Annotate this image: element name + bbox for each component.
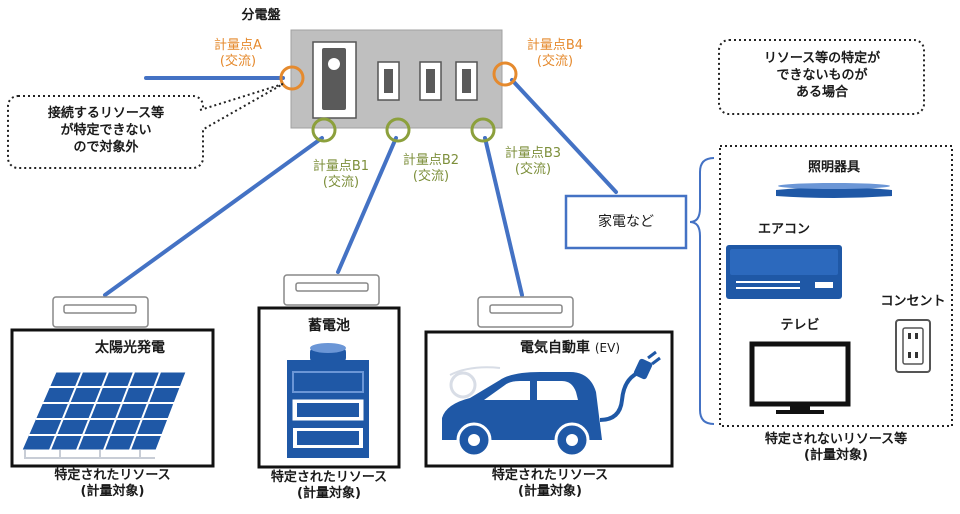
left-note-line-3: ので対象外 <box>73 140 139 155</box>
meter-b2-label: 計量点B2 (交流) <box>386 153 476 185</box>
right-note-box <box>718 39 925 115</box>
meter-b3-marker <box>470 117 496 143</box>
meter-b1-label: 計量点B1 (交流) <box>296 159 386 191</box>
right-note-text: リソース等の特定が できないものが ある場合 <box>721 50 923 101</box>
line-b4-appliances <box>510 78 618 194</box>
right-note-line-1: リソース等の特定が <box>763 51 881 66</box>
distribution-panel <box>290 29 503 129</box>
left-note-line-1: 接続するリソース等 <box>47 106 165 121</box>
ev-caption-line-2: (計量対象) <box>518 484 582 499</box>
meter-a-marker <box>279 65 305 91</box>
right-note-line-3: ある場合 <box>795 85 848 100</box>
solar-name: 太陽光発電 <box>95 340 165 356</box>
left-note-line-2: が特定できない <box>60 123 152 138</box>
meter-b4-type: (交流) <box>536 54 574 69</box>
battery-caption: 特定されたリソース (計量対象) <box>240 470 418 502</box>
outlet-label: コンセント <box>880 294 946 309</box>
ev-name: 電気自動車 (EV) <box>470 340 670 356</box>
solar-panel-icon <box>21 371 187 459</box>
line-b1-solar <box>103 136 324 297</box>
tv-label: テレビ <box>780 318 820 333</box>
solar-caption: 特定されたリソース (計量対象) <box>12 468 213 500</box>
ev-caption: 特定されたリソース (計量対象) <box>450 468 650 500</box>
meter-b2-type: (交流) <box>412 169 450 184</box>
air-conditioner-icon <box>726 245 842 299</box>
meter-devices <box>52 274 574 328</box>
unidentified-caption-line-1: 特定されないリソース等 <box>764 432 908 447</box>
meter-b4-label: 計量点B4 (交流) <box>510 38 600 70</box>
solar-caption-line-1: 特定されたリソース <box>54 468 171 483</box>
meter-b4-marker <box>492 61 518 87</box>
aircon-label: エアコン <box>757 222 810 237</box>
ev-caption-line-1: 特定されたリソース <box>491 468 609 483</box>
ev-name-suffix: (EV) <box>594 341 621 355</box>
meter-a-type: (交流) <box>219 54 257 69</box>
meter-b1-name: 計量点B1 <box>312 159 370 174</box>
meter-b3-type: (交流) <box>514 162 552 177</box>
meter-b1-type: (交流) <box>322 175 360 190</box>
ev-car-icon <box>442 350 661 458</box>
meter-b3-label: 計量点B3 (交流) <box>488 146 578 178</box>
left-note-box <box>7 95 204 169</box>
battery-caption-line-2: (計量対象) <box>297 486 361 501</box>
meter-b2-name: 計量点B2 <box>402 153 460 168</box>
lighting-label: 照明器具 <box>807 160 860 175</box>
meter-b4-name: 計量点B4 <box>526 38 584 53</box>
battery-name: 蓄電池 <box>308 318 350 334</box>
left-note-text: 接続するリソース等 が特定できない ので対象外 <box>10 105 202 156</box>
meter-b1-marker <box>311 117 337 143</box>
unidentified-caption: 特定されないリソース等 (計量対象) <box>720 432 952 464</box>
appliances-box <box>564 194 688 250</box>
meter-a-name: 計量点A <box>214 38 262 53</box>
solar-caption-line-2: (計量対象) <box>80 484 145 499</box>
battery-caption-line-1: 特定されたリソース <box>270 470 388 485</box>
bracket <box>689 157 715 425</box>
outlet-icon <box>895 319 931 373</box>
line-b2-battery <box>336 136 398 274</box>
meter-b3-name: 計量点B3 <box>504 146 562 161</box>
lighting-icon <box>776 183 892 198</box>
unidentified-caption-line-2: (計量対象) <box>804 448 868 463</box>
tv-icon <box>749 341 851 414</box>
ev-name-text: 電気自動車 <box>519 340 590 356</box>
battery-icon <box>287 343 369 458</box>
line-b3-ev <box>483 136 524 297</box>
meter-a-label: 計量点A (交流) <box>198 38 278 70</box>
appliances-label: 家電など <box>598 214 654 230</box>
meter-b2-marker <box>385 117 411 143</box>
right-note-line-2: できないものが <box>776 68 868 83</box>
panel-title: 分電盤 <box>241 8 281 23</box>
